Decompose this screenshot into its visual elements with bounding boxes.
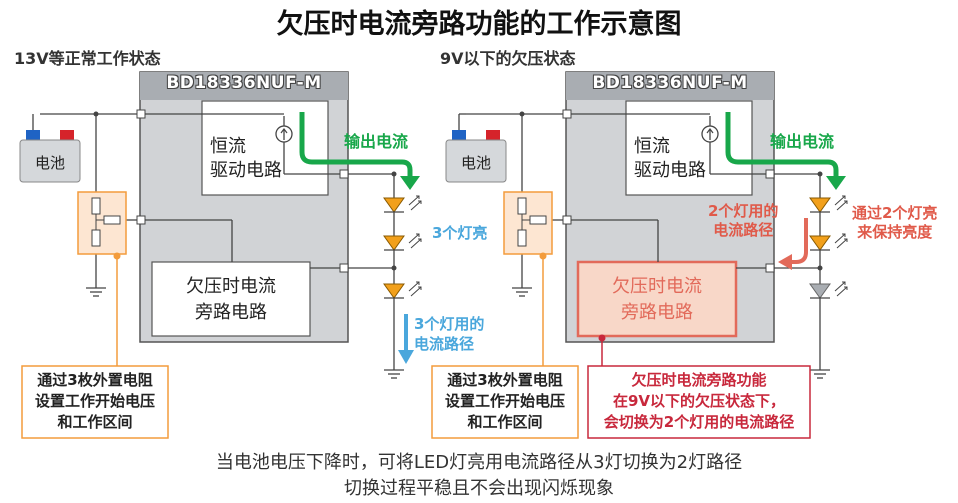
left-cc-label: 恒流 驱动电路 — [210, 135, 282, 183]
right-ground-icon-2 — [810, 369, 830, 379]
right-ground-icon-1 — [512, 287, 532, 297]
left-cc-line1: 恒流 — [210, 136, 246, 157]
right-keep-line1: 通过2个灯亮 — [852, 204, 938, 222]
left-chip-name: BD18336NUF-M — [166, 73, 322, 93]
left-path-line1: 3个灯用的 — [414, 315, 485, 333]
left-chip-name-bar — [140, 72, 348, 100]
right-path-line1: 2个灯用的 — [708, 202, 779, 220]
left-battery-label: 电池 — [34, 154, 65, 172]
left-bypass-line2: 旁路电路 — [195, 302, 267, 323]
right-note-line3: 和工作区间 — [467, 413, 543, 431]
right-note-line1: 通过3枚外置电阻 — [447, 371, 563, 389]
left-cc-line2: 驱动电路 — [210, 160, 282, 181]
left-note-line2: 设置工作开始电压 — [34, 392, 155, 410]
left-lit-label: 3个灯亮 — [432, 224, 488, 242]
right-led-1-icon — [809, 195, 848, 213]
left-bypass-line1: 欠压时电流 — [186, 276, 276, 297]
footer-line-1: 当电池电压下降时，可将LED灯亮用电流路径从3灯切换为2灯路径 — [215, 452, 743, 473]
left-battery-icon — [19, 114, 81, 183]
right-func-line1: 欠压时电流旁路功能 — [631, 371, 767, 389]
right-path-label: 2个灯用的 电流路径 — [708, 202, 778, 240]
right-function-note-box — [587, 365, 811, 439]
right-bypass-label: 欠压时电流 旁路电路 — [578, 274, 736, 326]
left-note-line3: 和工作区间 — [57, 413, 133, 431]
left-ground-icon-1 — [86, 287, 106, 297]
left-panel — [19, 71, 422, 439]
right-output-label: 输出电流 — [770, 132, 835, 151]
left-output-arrow-icon — [299, 112, 413, 180]
right-bypass-line2: 旁路电路 — [621, 302, 693, 323]
right-cc-block — [625, 100, 753, 196]
left-panel-title: 13V等正常工作状态 — [14, 49, 161, 68]
right-panel — [431, 71, 848, 439]
left-led-3-icon — [383, 281, 422, 299]
right-func-line3: 会切换为2个灯用的电流路径 — [603, 413, 795, 431]
left-note-box — [21, 365, 169, 439]
left-note-line1: 通过3枚外置电阻 — [37, 371, 153, 389]
right-keep-label: 通过2个灯亮 来保持亮度 — [852, 204, 937, 242]
right-panel-title: 9V以下的欠压状态 — [440, 49, 576, 68]
right-note-text: 通过3枚外置电阻 设置工作开始电压 和工作区间 — [432, 370, 578, 433]
right-note-box — [431, 365, 579, 439]
right-chip-name: BD18336NUF-M — [592, 73, 748, 93]
left-output-label: 输出电流 — [344, 132, 409, 151]
left-led-2-icon — [383, 233, 422, 251]
right-led-3-off-icon — [809, 281, 848, 299]
right-cc-line2: 驱动电路 — [634, 160, 706, 181]
right-bypass-arrow-icon — [790, 218, 808, 264]
right-bypass-block — [576, 260, 738, 338]
right-func-line2: 在9V以下的欠压状态下， — [612, 392, 786, 410]
right-function-note-text: 欠压时电流旁路功能 在9V以下的欠压状态下， 会切换为2个灯用的电流路径 — [588, 370, 810, 433]
left-cc-block — [201, 100, 329, 196]
left-path-line2: 电流路径 — [414, 335, 475, 353]
right-battery-label: 电池 — [460, 154, 491, 172]
right-battery-icon — [445, 113, 507, 183]
left-bypass-block — [151, 261, 311, 337]
right-keep-line2: 来保持亮度 — [857, 223, 933, 241]
left-bypass-label: 欠压时电流 旁路电路 — [152, 274, 310, 326]
right-chip-name-bar — [566, 72, 774, 100]
page-title: 欠压时电流旁路功能的工作示意图 — [276, 9, 682, 40]
left-note-text: 通过3枚外置电阻 设置工作开始电压 和工作区间 — [22, 370, 168, 433]
footer-line-2: 切换过程平稳且不会出现闪烁现象 — [344, 478, 614, 499]
left-led-1-icon — [383, 195, 422, 213]
left-ground-icon-2 — [384, 369, 404, 379]
right-path-line2: 电流路径 — [713, 221, 774, 239]
right-led-2-icon — [809, 233, 848, 251]
left-path-label: 3个灯用的 电流路径 — [414, 314, 484, 354]
right-cc-label: 恒流 驱动电路 — [634, 135, 706, 183]
right-cc-line1: 恒流 — [634, 136, 670, 157]
right-bypass-line1: 欠压时电流 — [612, 276, 702, 297]
right-output-arrow-icon — [725, 112, 839, 180]
right-note-line2: 设置工作开始电压 — [444, 392, 565, 410]
